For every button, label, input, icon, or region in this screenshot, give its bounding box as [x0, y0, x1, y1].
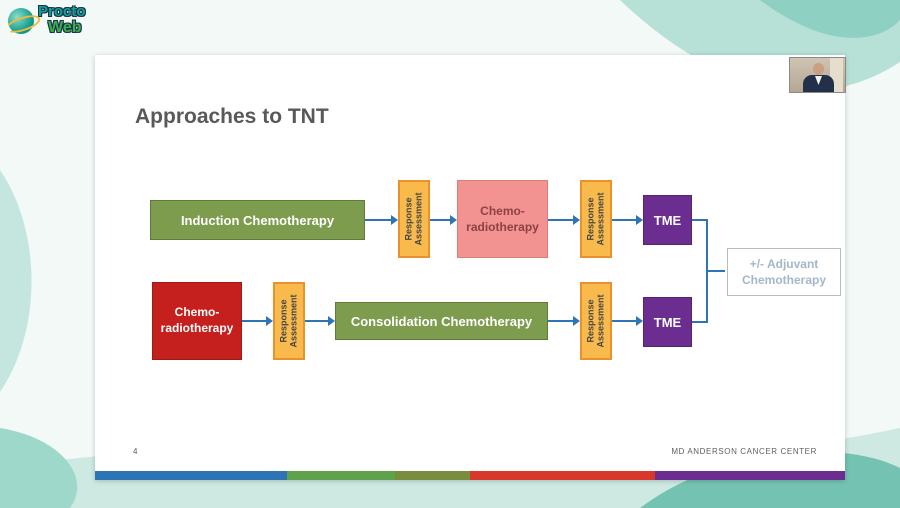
flow-arrow: [548, 214, 580, 226]
flow-arrow: [305, 315, 335, 327]
stripe-segment: [95, 471, 287, 480]
flow-arrow: [612, 315, 643, 327]
response-assessment-box: Response Assessment: [273, 282, 305, 360]
slide: Approaches to TNT Induction Chemotherapy…: [95, 55, 845, 480]
bracket-connector: [692, 219, 725, 323]
response-assessment-label: Response Assessment: [403, 192, 424, 246]
chemoradiotherapy-top-box: Chemo- radiotherapy: [457, 180, 548, 258]
slide-page-number: 4: [133, 447, 138, 456]
presenter-shirt: [815, 76, 822, 85]
flow-arrow: [548, 315, 580, 327]
presenter-head: [813, 63, 824, 75]
flow-arrow: [242, 315, 273, 327]
response-assessment-label: Response Assessment: [585, 192, 606, 246]
consolidation-chemotherapy-box: Consolidation Chemotherapy: [335, 302, 548, 340]
logo-text: Procto Web: [38, 4, 86, 36]
logo-text-procto: Procto: [38, 3, 86, 20]
induction-chemotherapy-box: Induction Chemotherapy: [150, 200, 365, 240]
flow-arrow: [612, 214, 643, 226]
slide-footer-text: MD ANDERSON CANCER CENTER: [671, 447, 817, 456]
presenter-webcam[interactable]: [789, 57, 846, 93]
tme-bottom-box: TME: [643, 297, 692, 347]
response-assessment-box: Response Assessment: [580, 282, 612, 360]
slide-title: Approaches to TNT: [135, 105, 329, 128]
flow-arrow: [430, 214, 457, 226]
tme-top-box: TME: [643, 195, 692, 245]
stripe-segment: [655, 471, 845, 480]
flow-arrow: [365, 214, 398, 226]
response-assessment-box: Response Assessment: [580, 180, 612, 258]
stripe-segment: [287, 471, 395, 480]
response-assessment-label: Response Assessment: [585, 294, 606, 348]
slide-footer-stripe: [95, 471, 845, 480]
stripe-segment: [395, 471, 470, 480]
adjuvant-chemotherapy-box: +/- Adjuvant Chemotherapy: [727, 248, 841, 296]
stripe-segment: [470, 471, 655, 480]
chemoradiotherapy-bottom-box: Chemo- radiotherapy: [152, 282, 242, 360]
proctoweb-logo: Procto Web: [8, 4, 86, 36]
logo-text-web: Web: [48, 19, 82, 36]
response-assessment-box: Response Assessment: [398, 180, 430, 258]
response-assessment-label: Response Assessment: [278, 294, 299, 348]
globe-icon: [8, 8, 34, 34]
